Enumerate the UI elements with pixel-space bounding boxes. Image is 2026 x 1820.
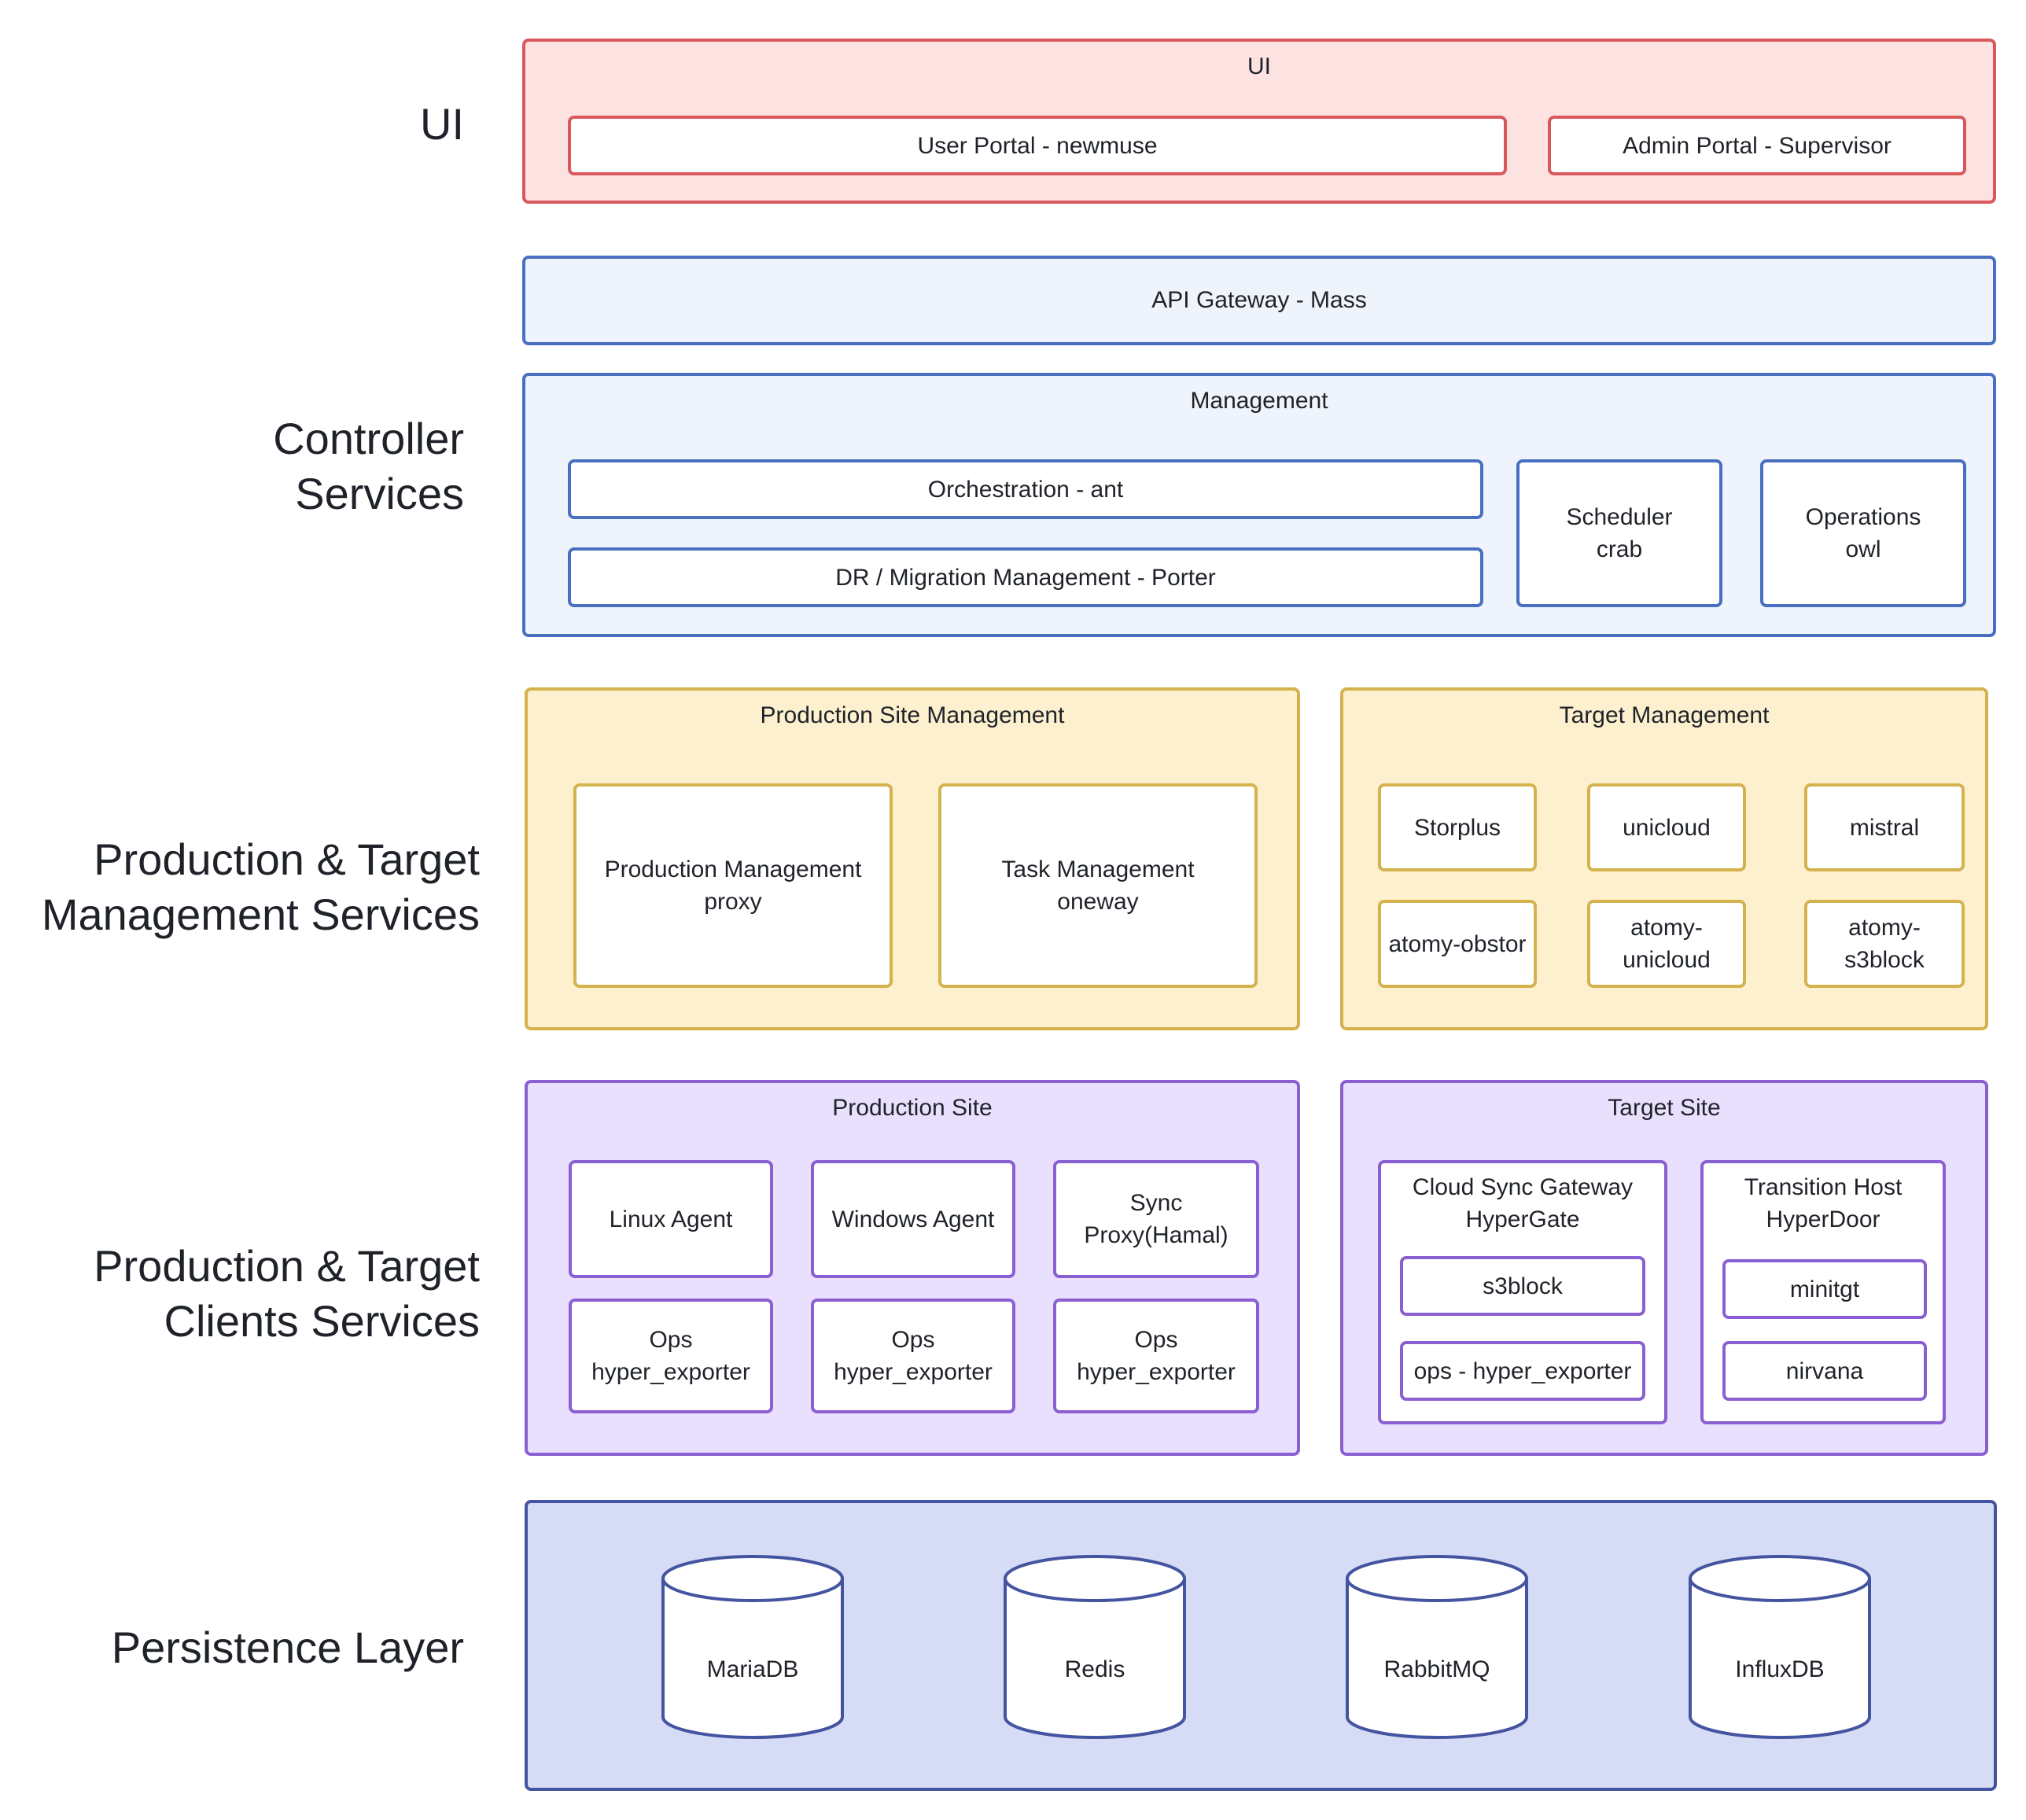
production-site-management-group: Production Site Management Production Ma… bbox=[525, 687, 1300, 1030]
influxdb-cylinder[interactable]: InfluxDB bbox=[1687, 1553, 1873, 1742]
mariadb-cylinder[interactable]: MariaDB bbox=[660, 1553, 845, 1742]
layer-label-controller: Controller Services bbox=[273, 414, 464, 518]
unicloud-box[interactable]: unicloud bbox=[1587, 783, 1746, 871]
dr-migration-box[interactable]: DR / Migration Management - Porter bbox=[568, 547, 1483, 607]
target-management-title: Target Management bbox=[1559, 702, 1770, 728]
ops-exporter-windows-box[interactable]: Ops hyper_exporter bbox=[811, 1299, 1015, 1413]
hyperdoor-label: Transition Host HyperDoor bbox=[1744, 1174, 1903, 1232]
production-site-title: Production Site bbox=[832, 1095, 993, 1121]
production-management-box[interactable]: Production Management proxy bbox=[573, 783, 893, 988]
ui-group-title: UI bbox=[1247, 53, 1271, 79]
operations-box[interactable]: Operations owl bbox=[1760, 459, 1966, 607]
mariadb-label: MariaDB bbox=[706, 1656, 799, 1682]
target-management-group: Target Management Storplus unicloud mist… bbox=[1340, 687, 1988, 1030]
influxdb-label: InfluxDB bbox=[1735, 1656, 1825, 1682]
rabbitmq-label: RabbitMQ bbox=[1383, 1656, 1490, 1682]
atomy-obstor-box[interactable]: atomy-obstor bbox=[1378, 900, 1537, 988]
ops-exporter-linux-box[interactable]: Ops hyper_exporter bbox=[569, 1299, 773, 1413]
nirvana-box[interactable]: nirvana bbox=[1722, 1341, 1927, 1401]
admin-portal-box[interactable]: Admin Portal - Supervisor bbox=[1548, 116, 1966, 175]
layer-label-persistence: Persistence Layer bbox=[111, 1623, 464, 1672]
target-site-title: Target Site bbox=[1608, 1095, 1721, 1121]
ops-exporter-sync-box[interactable]: Ops hyper_exporter bbox=[1053, 1299, 1259, 1413]
database-icon bbox=[1004, 1555, 1186, 1739]
ui-group: UI User Portal - newmuse Admin Portal - … bbox=[522, 39, 1996, 204]
task-management-box[interactable]: Task Management oneway bbox=[938, 783, 1258, 988]
target-site-group: Target Site Cloud Sync Gateway HyperGate… bbox=[1340, 1080, 1988, 1456]
user-portal-box[interactable]: User Portal - newmuse bbox=[568, 116, 1507, 175]
linux-agent-box[interactable]: Linux Agent bbox=[569, 1160, 773, 1278]
storplus-box[interactable]: Storplus bbox=[1378, 783, 1537, 871]
orchestration-box[interactable]: Orchestration - ant bbox=[568, 459, 1483, 519]
persistence-group: MariaDB Redis RabbitMQ InfluxDB bbox=[525, 1500, 1997, 1791]
redis-cylinder[interactable]: Redis bbox=[1002, 1553, 1188, 1742]
hypergate-box[interactable]: Cloud Sync Gateway HyperGate s3block ops… bbox=[1378, 1160, 1667, 1424]
windows-agent-box[interactable]: Windows Agent bbox=[811, 1160, 1015, 1278]
hyperdoor-box[interactable]: Transition Host HyperDoor minitgt nirvan… bbox=[1700, 1160, 1946, 1424]
management-group: Management Orchestration - ant DR / Migr… bbox=[522, 373, 1996, 637]
database-icon bbox=[1346, 1555, 1528, 1739]
api-gateway-box[interactable]: API Gateway - Mass bbox=[522, 256, 1996, 345]
ops-hyper-exporter-box[interactable]: ops - hyper_exporter bbox=[1400, 1341, 1645, 1401]
sync-proxy-box[interactable]: Sync Proxy(Hamal) bbox=[1053, 1160, 1259, 1278]
database-icon bbox=[661, 1555, 844, 1739]
layer-label-management-services: Production & Target Management Services bbox=[41, 834, 480, 939]
redis-label: Redis bbox=[1064, 1656, 1125, 1682]
hypergate-label: Cloud Sync Gateway HyperGate bbox=[1412, 1174, 1634, 1232]
s3block-box[interactable]: s3block bbox=[1400, 1256, 1645, 1316]
production-site-group: Production Site Linux Agent Windows Agen… bbox=[525, 1080, 1300, 1456]
atomy-s3block-box[interactable]: atomy- s3block bbox=[1804, 900, 1965, 988]
rabbitmq-cylinder[interactable]: RabbitMQ bbox=[1344, 1553, 1530, 1742]
production-site-management-title: Production Site Management bbox=[760, 702, 1065, 728]
atomy-unicloud-box[interactable]: atomy- unicloud bbox=[1587, 900, 1746, 988]
layer-label-ui: UI bbox=[420, 99, 464, 149]
scheduler-box[interactable]: Scheduler crab bbox=[1516, 459, 1722, 607]
minitgt-box[interactable]: minitgt bbox=[1722, 1259, 1927, 1319]
management-title: Management bbox=[1190, 388, 1328, 414]
database-icon bbox=[1689, 1555, 1871, 1739]
layer-label-clients-services: Production & Target Clients Services bbox=[94, 1241, 480, 1346]
mistral-box[interactable]: mistral bbox=[1804, 783, 1965, 871]
